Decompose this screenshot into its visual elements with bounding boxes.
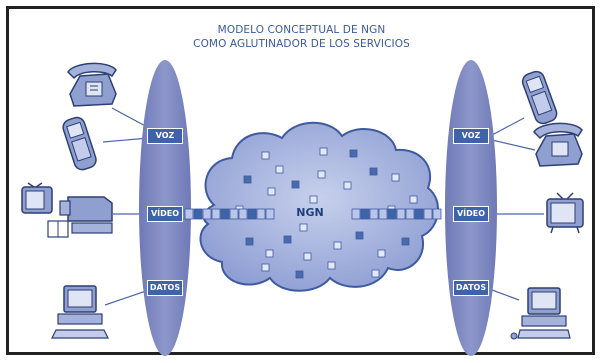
computer-icon [510,287,571,340]
stream-packet [360,208,370,220]
packet-square [327,261,336,270]
stream-packet [351,208,361,220]
stream-packet [238,208,248,220]
left-service-voz: VOZ [147,128,183,144]
left-service-video: VÍDEO [147,206,183,222]
stream-packet [247,208,257,220]
connector-line [491,117,525,136]
packet-square [343,181,352,190]
computer-icon [51,285,109,339]
packet-square [267,187,276,196]
stream-packet [229,208,239,220]
stream-packet [220,208,230,220]
packet-square [295,270,304,279]
packet-square [401,237,410,246]
packet-square [261,151,270,160]
stream-packet [265,208,275,220]
desk-phone-icon [67,62,117,107]
stream-packet [211,208,221,220]
ngn-cloud-label: NGN [296,206,324,219]
packet-square [409,195,418,204]
stream-packet [256,208,266,220]
stream-packet [432,208,442,220]
packet-square [369,167,378,176]
video-camera-tv-icon [21,182,113,238]
connector-line [104,289,150,306]
ngn-cloud [199,121,440,292]
stream-packet [414,208,424,220]
packet-square [317,170,326,179]
packet-square [245,237,254,246]
stream-packet [193,208,203,220]
stream-packet [184,208,194,220]
packet-square [371,269,380,278]
diagram-title-line-1: MODELO CONCEPTUAL DE NGN [217,24,386,36]
packet-square [349,149,358,158]
connector-line [491,139,536,151]
stream-packet [405,208,415,220]
packet-square [309,195,318,204]
connector-line [491,289,520,301]
packet-square [275,165,284,174]
packet-streams [184,208,442,220]
packet-square [391,173,400,182]
packet-square [333,241,342,250]
stream-packet [378,208,388,220]
packet-square [261,263,270,272]
mobile-phone-icon [62,116,97,171]
connector-line [111,107,150,129]
mobile-phone-icon [521,70,558,125]
packet-square [319,147,328,156]
stream-packet [396,208,406,220]
stream-packet [369,208,379,220]
packet-square [377,249,386,258]
right-service-video: VÍDEO [453,206,489,222]
desk-phone-icon [533,122,583,167]
stream-packet [202,208,212,220]
packet-square [291,180,300,189]
packet-square [303,252,312,261]
right-service-datos: DATOS [453,280,489,296]
left-connection-lines [102,107,150,306]
packet-square [355,231,364,240]
diagram-title-line-2: COMO AGLUTINADOR DE LOS SERVICIOS [193,38,410,50]
tv-icon [546,192,584,234]
right-service-voz: VOZ [453,128,489,144]
packet-square [265,249,274,258]
left-service-datos: DATOS [147,280,183,296]
stream-packet [423,208,433,220]
connector-line [102,137,150,143]
right-connection-lines [491,117,544,301]
packet-square [299,223,308,232]
stream-packet [387,208,397,220]
packet-square [243,175,252,184]
packet-square [283,235,292,244]
